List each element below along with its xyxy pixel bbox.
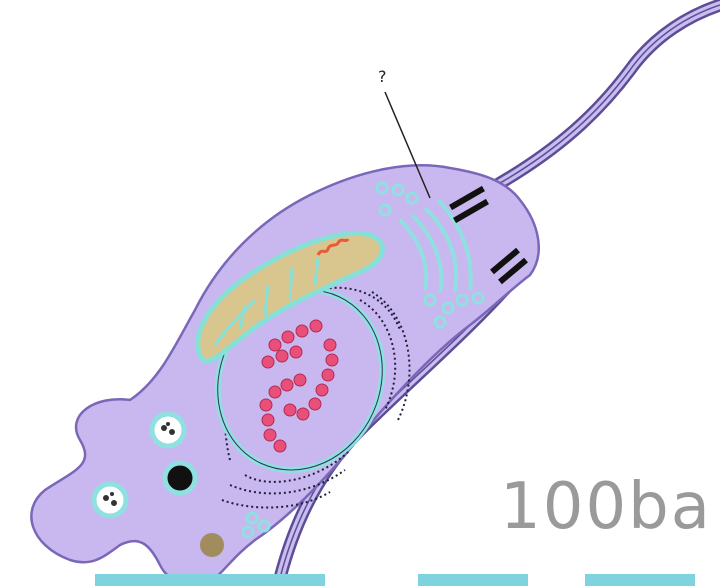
watermark-text: 100ba (500, 470, 712, 544)
bottom-bar-segment-2 (418, 574, 528, 586)
bottom-bar-segment-3 (585, 574, 695, 586)
question-label: ? (378, 67, 387, 86)
brown-granule (200, 533, 224, 557)
flagellum-upper (488, 5, 720, 190)
bottom-bar-segment-1 (95, 574, 325, 586)
dark-granule (165, 463, 195, 493)
